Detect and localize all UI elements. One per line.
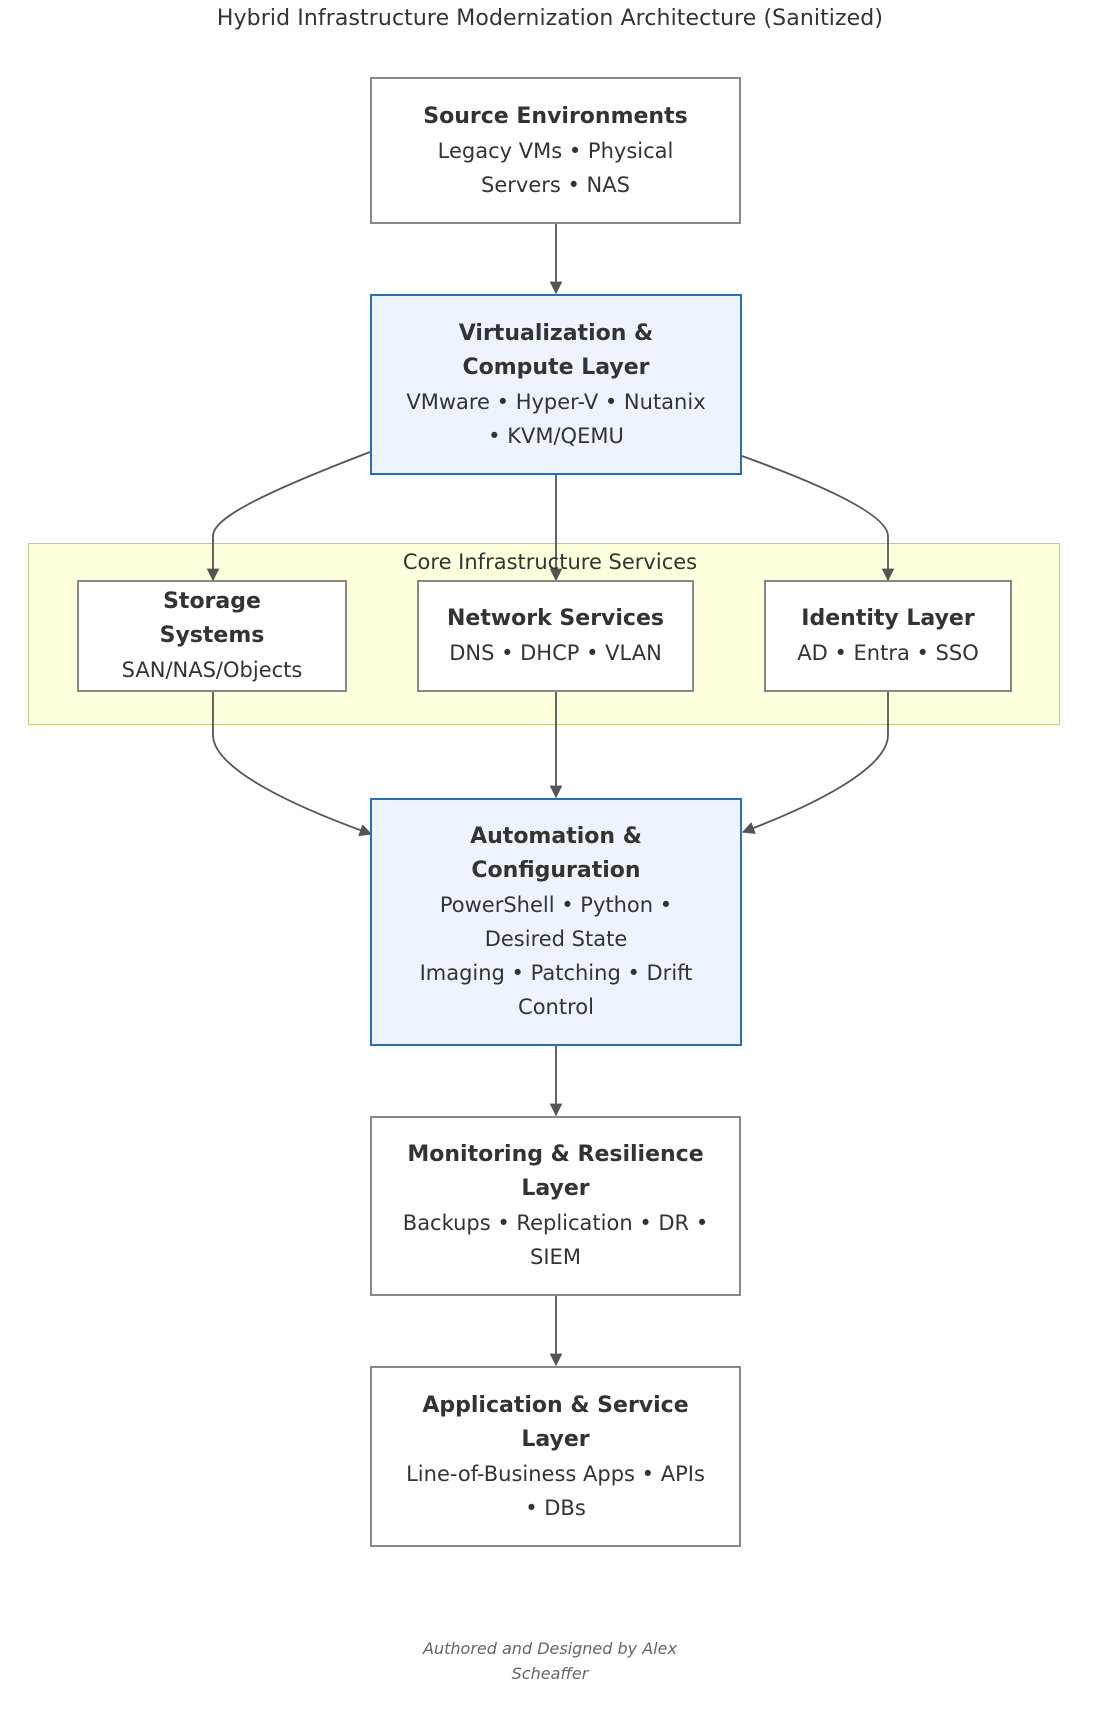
virtualization-compute-node: Virtualization & Compute Layer VMware • … <box>370 294 742 475</box>
node-detail: Backups • Replication • DR • SIEM <box>402 1211 709 1269</box>
edge-virtualization-to-storage <box>206 451 371 582</box>
node-detail-secondary: Imaging • Patching • Drift Control <box>419 961 693 1019</box>
node-heading: Automation & Configuration <box>470 824 642 883</box>
edge-virtualization-to-identity <box>741 455 895 582</box>
storage-systems-node: Storage Systems SAN/NAS/Objects <box>77 580 347 692</box>
edge-identity-to-automation <box>741 691 889 834</box>
diagram-title: Hybrid Infrastructure Modernization Arch… <box>216 6 884 31</box>
node-detail: AD • Entra • SSO <box>797 641 979 665</box>
node-detail: PowerShell • Python • Desired State <box>439 893 673 951</box>
node-heading: Monitoring & Resilience Layer <box>407 1142 704 1201</box>
node-heading: Identity Layer <box>801 606 975 631</box>
source-environments-node: Source Environments Legacy VMs • Physica… <box>370 77 741 224</box>
edge-storage-to-automation <box>212 691 373 837</box>
node-detail: VMware • Hyper-V • Nutanix • KVM/QEMU <box>406 389 706 448</box>
node-heading: Source Environments <box>423 103 688 129</box>
monitoring-resilience-node: Monitoring & Resilience Layer Backups • … <box>370 1116 741 1296</box>
node-heading: Network Services <box>447 606 664 631</box>
node-heading: Storage Systems <box>159 589 265 648</box>
application-service-node: Application & Service Layer Line-of-Busi… <box>370 1366 741 1547</box>
node-detail: SAN/NAS/Objects <box>121 658 303 682</box>
automation-configuration-node: Automation & Configuration PowerShell • … <box>370 798 742 1046</box>
cluster-label: Core Infrastructure Services <box>402 550 698 574</box>
network-services-node: Network Services DNS • DHCP • VLAN <box>417 580 694 692</box>
identity-layer-node: Identity Layer AD • Entra • SSO <box>764 580 1012 692</box>
author-credit: Authored and Designed by Alex Scheaffer <box>423 1639 677 1683</box>
node-heading: Virtualization & Compute Layer <box>458 320 654 380</box>
node-detail: Legacy VMs • Physical Servers • NAS <box>437 138 674 197</box>
node-detail: Line-of-Business Apps • APIs • DBs <box>406 1461 705 1520</box>
node-detail: DNS • DHCP • VLAN <box>449 641 662 665</box>
node-heading: Application & Service Layer <box>422 1392 689 1452</box>
